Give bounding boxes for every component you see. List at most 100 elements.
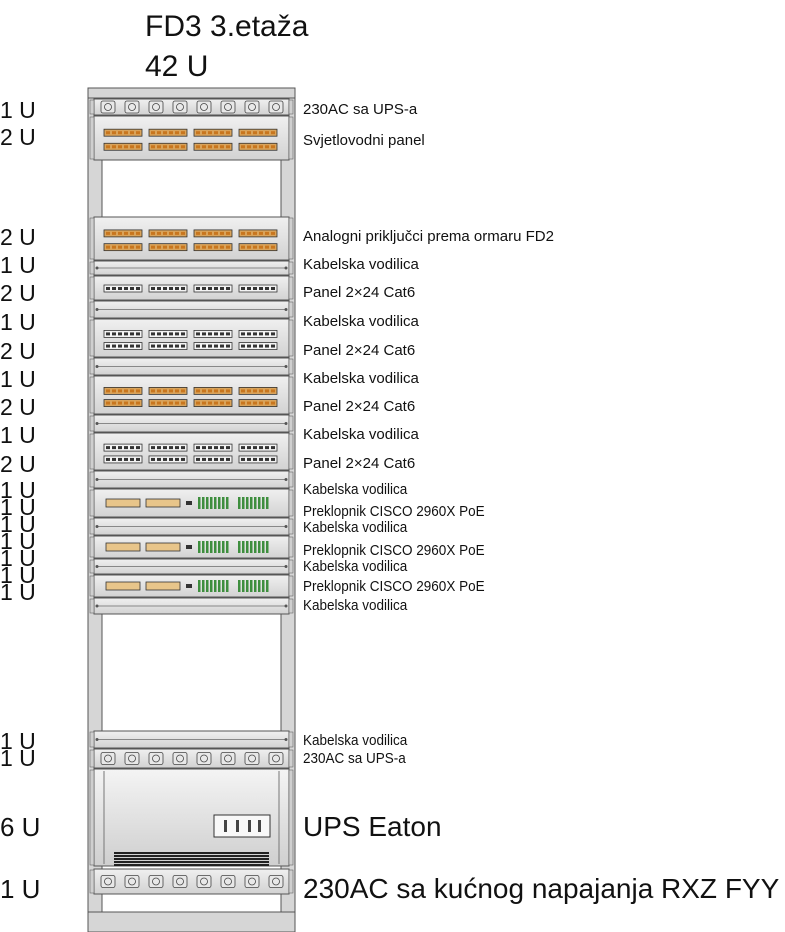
socket-hole (272, 754, 280, 763)
rj45-port (266, 580, 269, 592)
rack-unit-switch (89, 535, 294, 559)
socket-hole (128, 754, 136, 763)
port (253, 245, 257, 249)
fiber-panel-body (93, 216, 290, 261)
port (181, 389, 185, 393)
port (247, 389, 251, 393)
rj45-port (266, 497, 269, 509)
sfp-block (145, 542, 181, 552)
rj45-port (222, 541, 225, 553)
port (208, 401, 212, 405)
port (202, 344, 206, 348)
socket-hole (200, 103, 208, 111)
device-description: Panel 2×24 Cat6 (303, 342, 416, 359)
port (196, 332, 200, 336)
port (265, 131, 269, 135)
screw (95, 266, 99, 270)
port (169, 457, 173, 461)
port (163, 287, 167, 290)
port (247, 332, 251, 336)
ups-vent (114, 858, 269, 860)
port (130, 389, 134, 393)
port (196, 457, 200, 461)
port (136, 231, 140, 235)
port (124, 245, 128, 249)
port (271, 332, 275, 336)
port (151, 287, 155, 290)
port (112, 245, 116, 249)
port (130, 446, 134, 450)
device-description: Preklopnik CISCO 2960X PoE (303, 542, 485, 559)
port (136, 401, 140, 405)
port (157, 245, 161, 249)
mount-ear-right (288, 471, 294, 488)
socket-hole (224, 103, 232, 111)
ups-display-segment (236, 820, 239, 832)
port (112, 389, 116, 393)
port (130, 131, 134, 135)
port (202, 231, 206, 235)
device-description: Panel 2×24 Cat6 (303, 455, 416, 472)
port (151, 389, 155, 393)
socket (196, 875, 212, 888)
port (157, 457, 161, 461)
socket (220, 100, 236, 114)
port (118, 332, 122, 336)
port (181, 231, 185, 235)
port-block (193, 455, 233, 464)
port (124, 401, 128, 405)
port (271, 245, 275, 249)
port-block (193, 229, 233, 238)
port (253, 401, 257, 405)
port (202, 245, 206, 249)
port-block (103, 243, 143, 252)
mount-ear-right (288, 489, 294, 517)
port (208, 231, 212, 235)
rj45-port (246, 497, 249, 509)
unit-count-label: 1 U (0, 422, 36, 448)
port (169, 401, 173, 405)
rack-unit-cable-guide (89, 300, 294, 319)
port (181, 287, 185, 290)
mount-ear-left (89, 536, 95, 558)
rack-unit-power-strip (89, 98, 294, 116)
port (253, 131, 257, 135)
screw (284, 308, 288, 311)
port (196, 231, 200, 235)
screw (284, 525, 288, 528)
rack-title: FD3 3.etaža (145, 10, 309, 43)
port (265, 389, 269, 393)
socket-hole (248, 877, 256, 886)
port (196, 344, 200, 348)
port (118, 401, 122, 405)
port (253, 344, 257, 348)
sfp-block (105, 542, 141, 552)
port (202, 145, 206, 149)
ups-display-segment (224, 820, 227, 832)
unit-count-label: 2 U (0, 224, 36, 250)
mount-ear-right (288, 433, 294, 470)
socket (268, 875, 284, 888)
rj45-port (262, 580, 265, 592)
socket (148, 752, 164, 765)
port-block (238, 243, 278, 252)
socket (100, 875, 116, 888)
port (241, 332, 245, 336)
port (226, 145, 230, 149)
port (169, 145, 173, 149)
port (247, 401, 251, 405)
port (265, 446, 269, 450)
port (226, 401, 230, 405)
port-block (148, 455, 188, 464)
port (214, 131, 218, 135)
port-block (103, 229, 143, 238)
screw (284, 478, 288, 481)
rj45-port (206, 497, 209, 509)
rack-capacity: 42 U (145, 50, 209, 83)
unit-count-label: 1 U (0, 252, 36, 278)
port (118, 145, 122, 149)
device-description: Panel 2×24 Cat6 (303, 284, 416, 301)
device-description: Kabelska vodilica (303, 597, 408, 614)
port (124, 231, 128, 235)
port (124, 287, 128, 290)
